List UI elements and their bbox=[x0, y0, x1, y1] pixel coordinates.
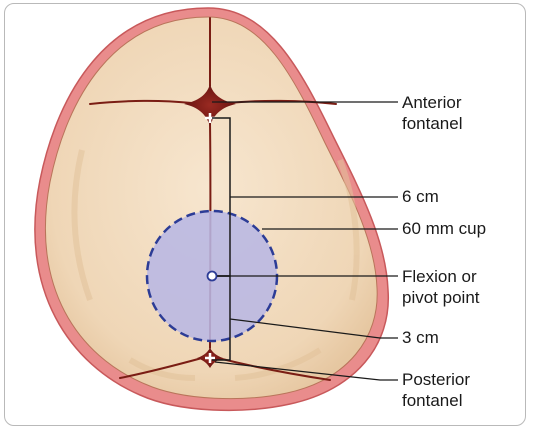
label-anterior-fontanel: Anterior fontanel bbox=[402, 92, 463, 134]
label-anterior-line1: Anterior bbox=[402, 92, 463, 113]
label-posterior-line1: Posterior bbox=[402, 369, 470, 390]
label-posterior-line2: fontanel bbox=[402, 390, 470, 411]
label-flexion-point: Flexion or pivot point bbox=[402, 266, 480, 308]
pivot-point-marker bbox=[208, 272, 217, 281]
label-flexion-line1: Flexion or bbox=[402, 266, 480, 287]
label-60mm-cup: 60 mm cup bbox=[402, 218, 486, 239]
label-flexion-line2: pivot point bbox=[402, 287, 480, 308]
label-anterior-line2: fontanel bbox=[402, 113, 463, 134]
label-posterior-fontanel: Posterior fontanel bbox=[402, 369, 470, 411]
label-6cm: 6 cm bbox=[402, 186, 439, 207]
label-3cm: 3 cm bbox=[402, 327, 439, 348]
